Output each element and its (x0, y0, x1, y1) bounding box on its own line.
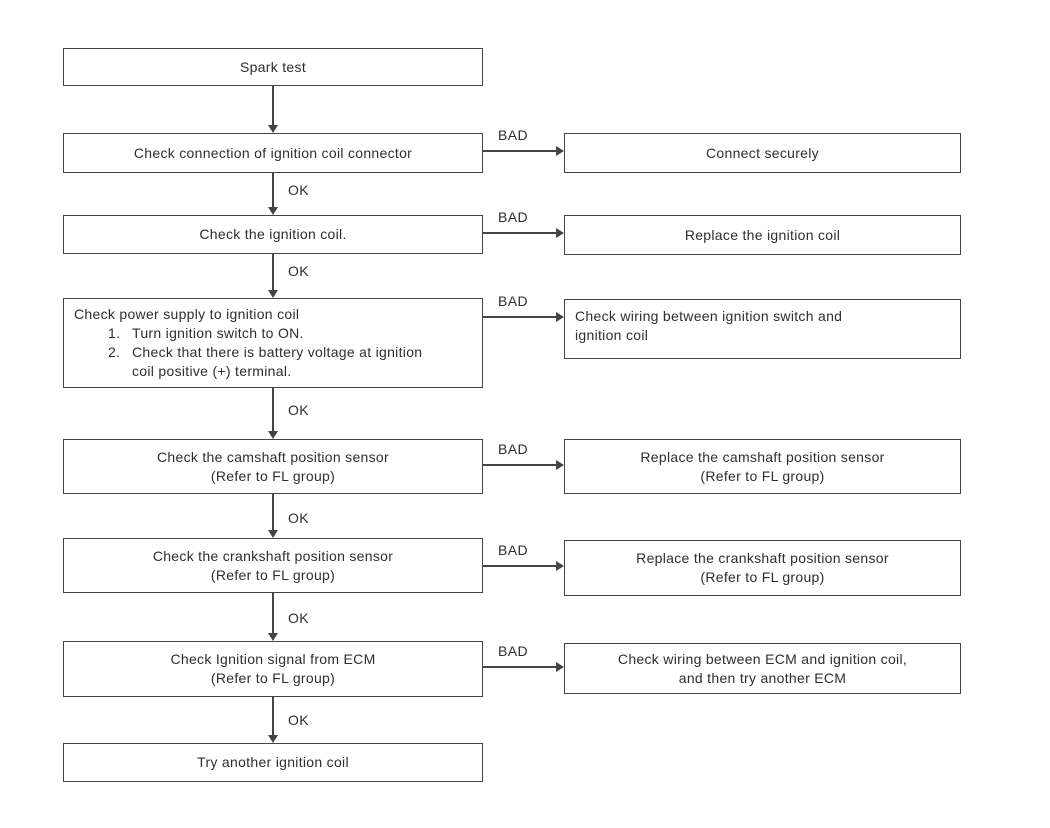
arrowhead-right-1-icon (556, 146, 564, 156)
bad-label-2: BAD (496, 209, 530, 225)
ok-label-4: OK (286, 510, 312, 526)
node-check-wiring-ecm-sub: and then try another ECM (678, 669, 847, 686)
connector-down-5 (272, 494, 274, 531)
arrowhead-down-4-icon (268, 431, 278, 439)
bad-label-1: BAD (496, 127, 530, 143)
arrowhead-right-2-icon (556, 228, 564, 238)
arrowhead-down-5-icon (268, 530, 278, 538)
node-replace-crankshaft-sensor: Replace the crankshaft position sensor (… (564, 540, 961, 596)
ok-label-2: OK (286, 263, 312, 279)
node-check-power-supply-title: Check power supply to ignition coil (74, 306, 300, 322)
node-spark-test: Spark test (63, 48, 483, 86)
node-replace-ignition-coil: Replace the ignition coil (564, 215, 961, 255)
connector-bad-5 (483, 565, 557, 567)
node-check-wiring-ecm-label: Check wiring between ECM and ignition co… (617, 650, 908, 667)
arrowhead-down-2-icon (268, 207, 278, 215)
connector-down-4 (272, 388, 274, 432)
arrowhead-right-5-icon (556, 561, 564, 571)
node-connect-securely-label: Connect securely (706, 144, 819, 161)
node-check-camshaft-sensor-sub: (Refer to FL group) (210, 467, 336, 484)
ok-label-5: OK (286, 610, 312, 626)
list-text-2: Check that there is battery voltage at i… (132, 344, 423, 379)
bad-label-6: BAD (496, 643, 530, 659)
connector-bad-6 (483, 666, 557, 668)
node-check-crankshaft-sensor-sub: (Refer to FL group) (210, 566, 336, 583)
list-number-2: 2. (108, 344, 121, 360)
node-check-wiring-switch-sub: ignition coil (575, 327, 649, 343)
arrowhead-right-4-icon (556, 460, 564, 470)
power-supply-item-2: 2. Check that there is battery voltage a… (74, 343, 472, 381)
node-check-connector-label: Check connection of ignition coil connec… (133, 144, 413, 161)
arrowhead-down-3-icon (268, 290, 278, 298)
node-try-another-coil-label: Try another ignition coil (197, 754, 349, 770)
node-replace-camshaft-sensor-sub: (Refer to FL group) (700, 467, 825, 484)
node-check-camshaft-sensor-label: Check the camshaft position sensor (157, 448, 389, 465)
arrowhead-down-7-icon (268, 735, 278, 743)
connector-down-1 (272, 86, 274, 126)
node-check-crankshaft-sensor-label: Check the crankshaft position sensor (152, 547, 394, 564)
bad-label-5: BAD (496, 542, 530, 558)
connector-down-7 (272, 697, 274, 736)
node-replace-camshaft-sensor-label: Replace the camshaft position sensor (640, 448, 885, 465)
arrowhead-down-6-icon (268, 633, 278, 641)
bad-label-3: BAD (496, 293, 530, 309)
ok-label-1: OK (286, 182, 312, 198)
connector-down-2 (272, 173, 274, 208)
list-text-1: Turn ignition switch to ON. (132, 325, 304, 341)
connector-bad-4 (483, 464, 557, 466)
node-check-ecm-signal: Check Ignition signal from ECM (Refer to… (63, 641, 483, 697)
arrowhead-down-1-icon (268, 125, 278, 133)
node-spark-test-label: Spark test (239, 58, 307, 75)
list-number-1: 1. (108, 325, 121, 341)
node-check-ignition-coil: Check the ignition coil. (63, 215, 483, 254)
node-replace-ignition-coil-label: Replace the ignition coil (684, 226, 841, 243)
connector-bad-1 (483, 150, 557, 152)
node-check-crankshaft-sensor: Check the crankshaft position sensor (Re… (63, 538, 483, 593)
ok-label-6: OK (286, 712, 312, 728)
connector-bad-3 (483, 316, 557, 318)
node-replace-camshaft-sensor: Replace the camshaft position sensor (Re… (564, 439, 961, 494)
node-connect-securely: Connect securely (564, 133, 961, 173)
bad-label-4: BAD (496, 441, 530, 457)
node-check-wiring-switch: Check wiring between ignition switch and… (564, 299, 961, 359)
node-check-ecm-signal-sub: (Refer to FL group) (210, 670, 336, 686)
node-check-wiring-switch-label: Check wiring between ignition switch and (575, 308, 843, 324)
node-check-ignition-coil-label: Check the ignition coil. (199, 226, 347, 242)
node-check-connector: Check connection of ignition coil connec… (63, 133, 483, 173)
arrowhead-right-6-icon (556, 662, 564, 672)
arrowhead-right-3-icon (556, 312, 564, 322)
node-check-camshaft-sensor: Check the camshaft position sensor (Refe… (63, 439, 483, 494)
node-check-power-supply: Check power supply to ignition coil 1. T… (63, 298, 483, 388)
power-supply-item-1: 1. Turn ignition switch to ON. (74, 324, 472, 343)
node-replace-crankshaft-sensor-sub: (Refer to FL group) (700, 569, 825, 585)
node-check-ecm-signal-label: Check Ignition signal from ECM (170, 651, 376, 667)
connector-bad-2 (483, 232, 557, 234)
node-check-wiring-ecm: Check wiring between ECM and ignition co… (564, 643, 961, 694)
connector-down-6 (272, 593, 274, 634)
node-replace-crankshaft-sensor-label: Replace the crankshaft position sensor (636, 550, 889, 566)
ok-label-3: OK (286, 402, 312, 418)
node-try-another-coil: Try another ignition coil (63, 743, 483, 782)
connector-down-3 (272, 254, 274, 291)
